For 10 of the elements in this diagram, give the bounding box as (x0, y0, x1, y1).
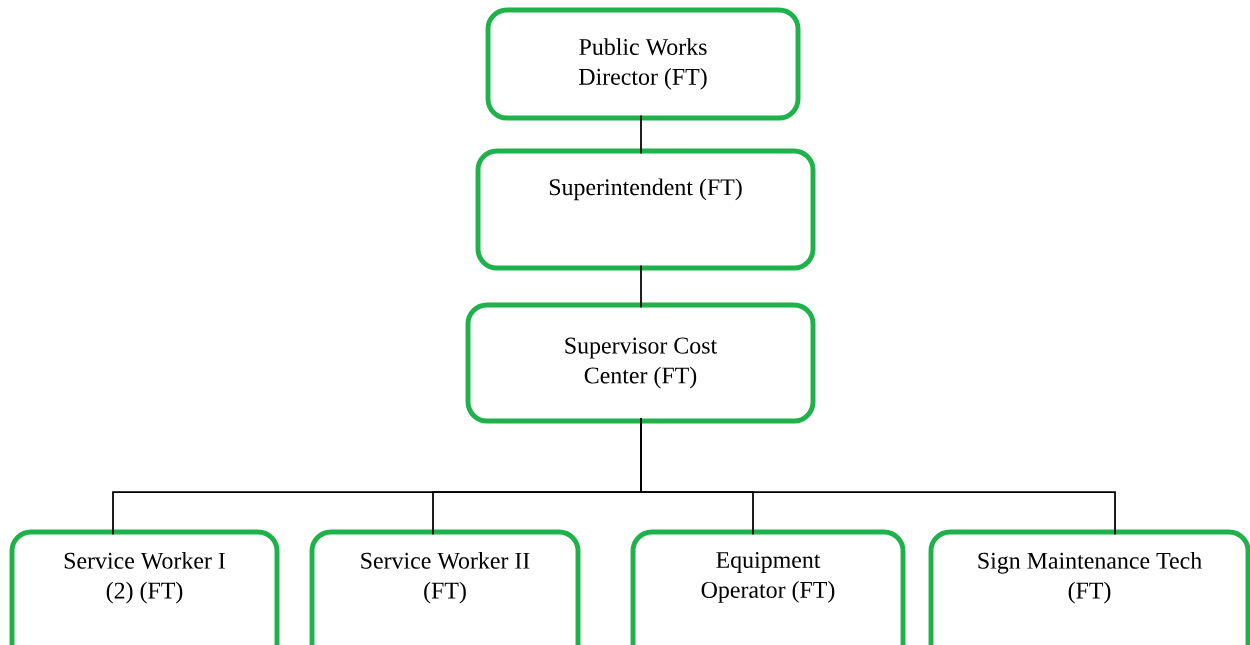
org-box: Superintendent (FT) (475, 148, 816, 271)
org-box: Service Worker II (FT) (309, 529, 581, 645)
connector-line (640, 264, 642, 309)
connector-line (640, 417, 1116, 536)
org-box: Service Worker I (2) (FT) (9, 529, 280, 645)
org-box: Supervisor Cost Center (FT) (465, 302, 816, 424)
connector-line (640, 114, 642, 155)
org-box: Equipment Operator (FT) (630, 529, 906, 645)
org-box: Sign Maintenance Tech (FT) (928, 529, 1250, 645)
org-box: Public Works Director (FT) (485, 7, 801, 121)
